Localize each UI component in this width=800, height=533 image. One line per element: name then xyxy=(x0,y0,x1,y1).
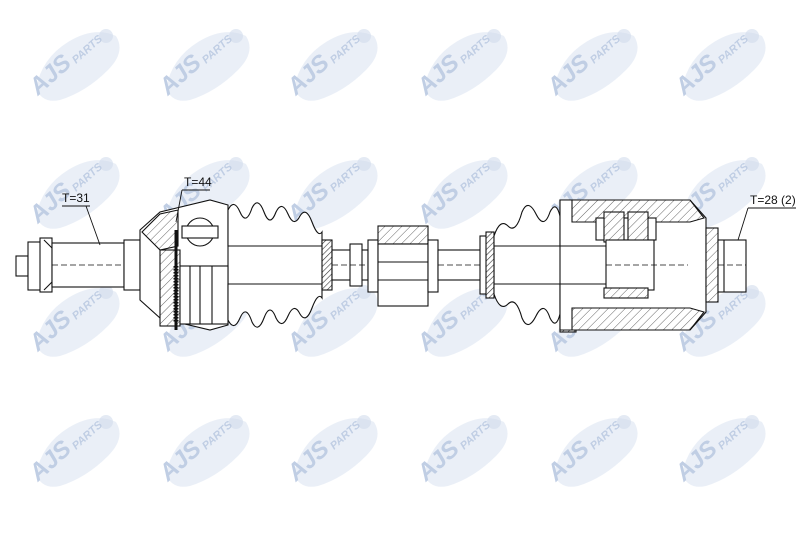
shaft-right xyxy=(437,231,495,299)
damper xyxy=(367,225,439,307)
label-t28: T=28 (2) xyxy=(750,193,796,207)
callout-outer-joint: T=44 xyxy=(175,175,212,223)
drive-shaft xyxy=(15,199,747,333)
right-spline-stub xyxy=(705,227,747,303)
callout-left-spline: T=31 xyxy=(62,191,101,246)
label-t31: T=31 xyxy=(62,191,90,205)
callout-inner-joint: T=28 (2) xyxy=(737,193,796,241)
left-spline-stub xyxy=(15,237,141,293)
shaft-left xyxy=(331,243,369,287)
outer-boot xyxy=(227,202,333,328)
inner-tripod-joint xyxy=(559,199,707,331)
label-t44: T=44 xyxy=(184,175,212,189)
outer-cv-joint xyxy=(139,199,229,331)
